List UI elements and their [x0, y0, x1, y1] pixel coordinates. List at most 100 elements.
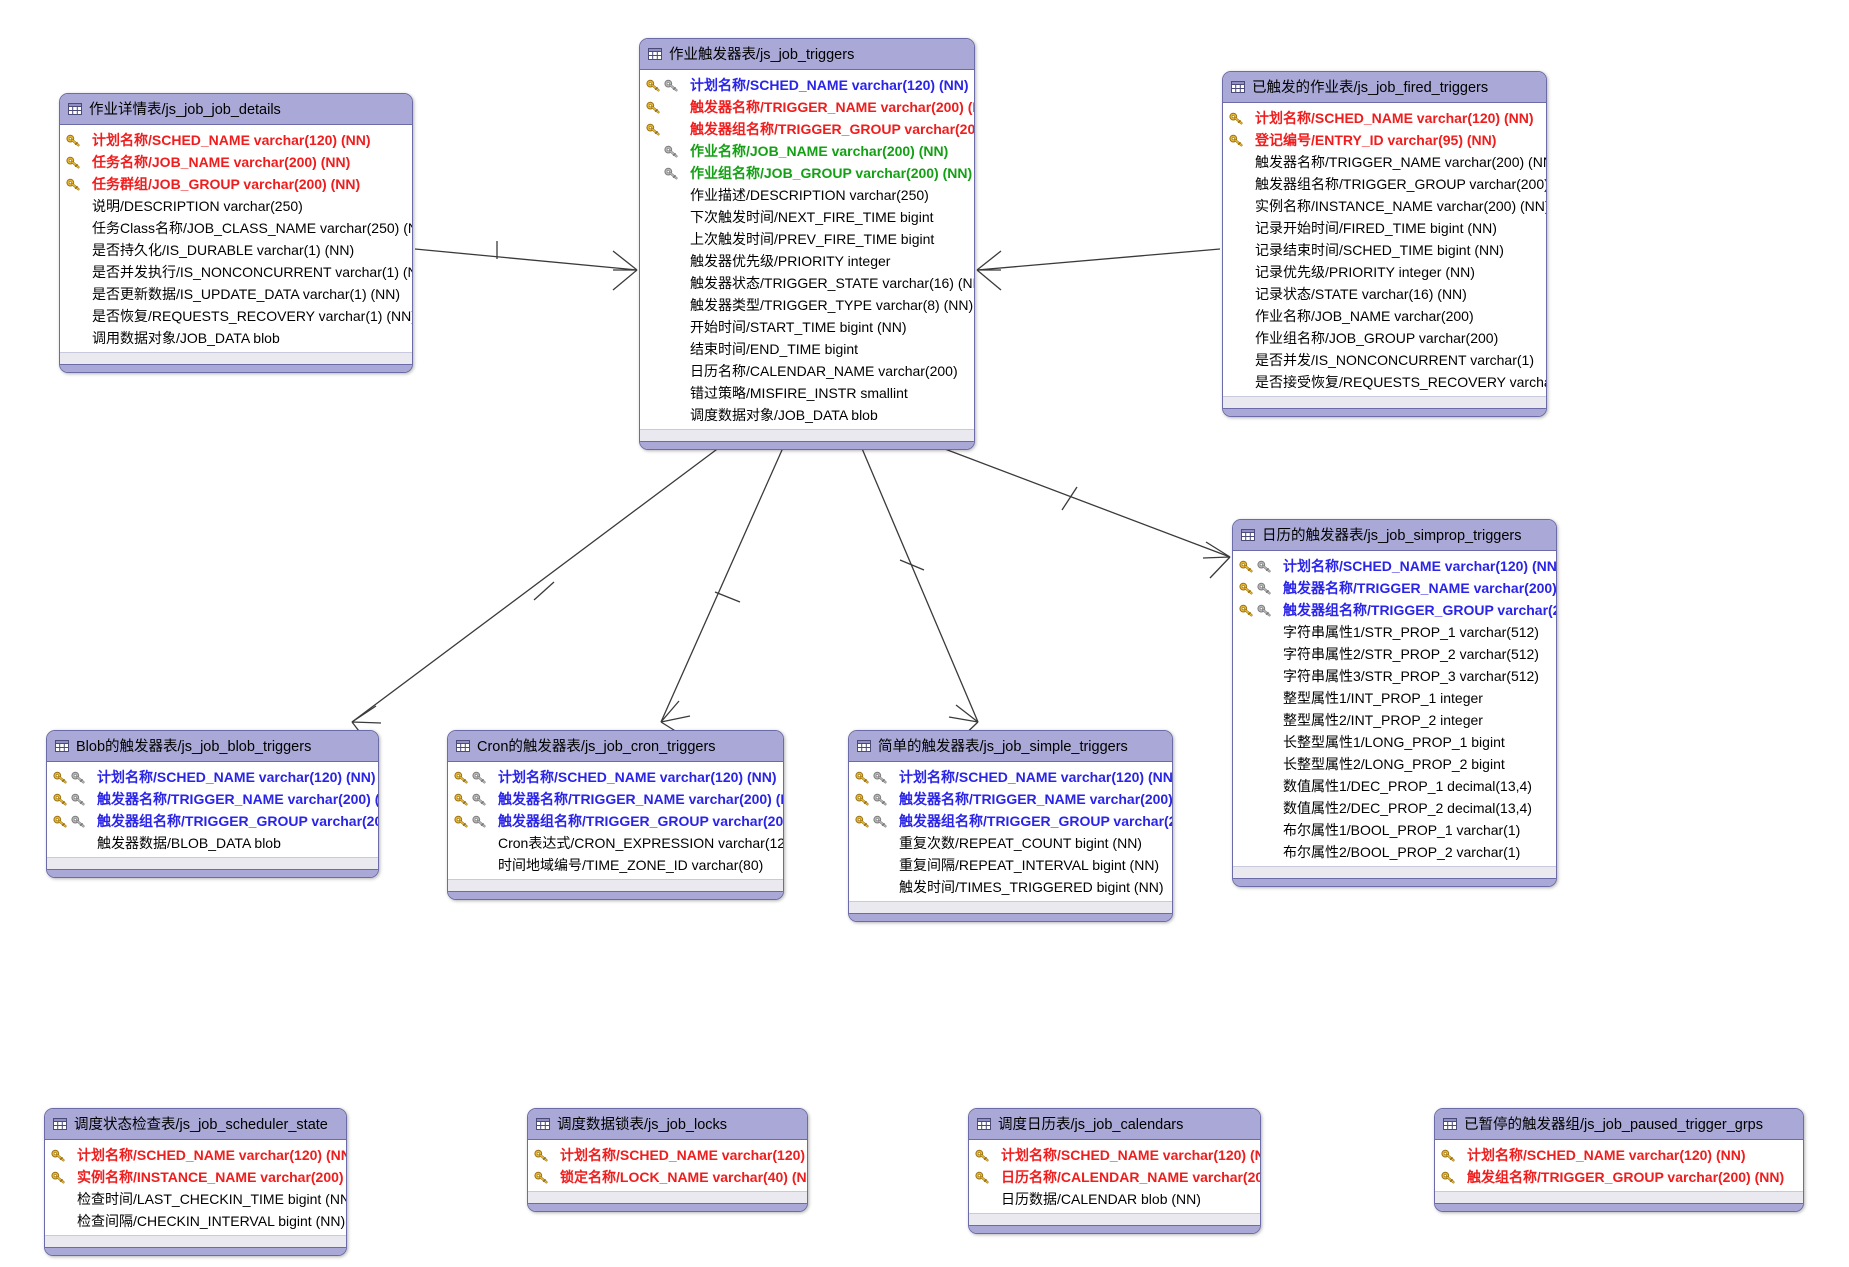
attribute-row[interactable]: 计划名称/SCHED_NAME varchar(120) (NN) — [45, 1144, 346, 1166]
attribute-row[interactable]: 记录优先级/PRIORITY integer (NN) — [1223, 261, 1546, 283]
attribute-row[interactable]: 触发器名称/TRIGGER_NAME varchar(200) (NN) — [448, 788, 783, 810]
entity-cron_triggers[interactable]: Cron的触发器表/js_job_cron_triggers 计划名称/SCHED… — [447, 730, 784, 900]
attribute-row[interactable]: 是否并发执行/IS_NONCONCURRENT varchar(1) (NN) — [60, 261, 412, 283]
attribute-row[interactable]: 触发器组名称/TRIGGER_GROUP varchar(200) (NN) — [1223, 173, 1546, 195]
entity-header-fired_triggers[interactable]: 已触发的作业表/js_job_fired_triggers — [1223, 72, 1546, 103]
attribute-row[interactable]: 计划名称/SCHED_NAME varchar(120) (NN) — [640, 74, 974, 96]
entity-header-locks[interactable]: 调度数据锁表/js_job_locks — [528, 1109, 807, 1140]
attribute-row[interactable]: 是否并发/IS_NONCONCURRENT varchar(1) — [1223, 349, 1546, 371]
attribute-row[interactable]: 整型属性2/INT_PROP_2 integer — [1233, 709, 1556, 731]
attribute-row[interactable]: 触发器数据/BLOB_DATA blob — [47, 832, 378, 854]
attribute-row[interactable]: 触发器组名称/TRIGGER_GROUP varchar(200) (NN) — [1233, 599, 1556, 621]
attribute-row[interactable]: 实例名称/INSTANCE_NAME varchar(200) (NN) — [1223, 195, 1546, 217]
entity-fired_triggers[interactable]: 已触发的作业表/js_job_fired_triggers 计划名称/SCHED_… — [1222, 71, 1547, 417]
attribute-row[interactable]: 布尔属性2/BOOL_PROP_2 varchar(1) — [1233, 841, 1556, 863]
attribute-row[interactable]: 触发器名称/TRIGGER_NAME varchar(200) (NN) — [640, 96, 974, 118]
attribute-row[interactable]: 重复次数/REPEAT_COUNT bigint (NN) — [849, 832, 1172, 854]
entity-header-blob_triggers[interactable]: Blob的触发器表/js_job_blob_triggers — [47, 731, 378, 762]
attribute-row[interactable]: 字符串属性1/STR_PROP_1 varchar(512) — [1233, 621, 1556, 643]
attribute-row[interactable]: 任务群组/JOB_GROUP varchar(200) (NN) — [60, 173, 412, 195]
attribute-row[interactable]: 计划名称/SCHED_NAME varchar(120) (NN) — [528, 1144, 807, 1166]
attribute-row[interactable]: 检查时间/LAST_CHECKIN_TIME bigint (NN) — [45, 1188, 346, 1210]
entity-scheduler_state[interactable]: 调度状态检查表/js_job_scheduler_state 计划名称/SCHED… — [44, 1108, 347, 1256]
attribute-row[interactable]: 触发器状态/TRIGGER_STATE varchar(16) (NN) — [640, 272, 974, 294]
attribute-row[interactable]: 计划名称/SCHED_NAME varchar(120) (NN) — [1435, 1144, 1803, 1166]
attribute-row[interactable]: 实例名称/INSTANCE_NAME varchar(200) (NN) — [45, 1166, 346, 1188]
entity-header-simprop_triggers[interactable]: 日历的触发器表/js_job_simprop_triggers — [1233, 520, 1556, 551]
attribute-row[interactable]: 锁定名称/LOCK_NAME varchar(40) (NN) — [528, 1166, 807, 1188]
entity-blob_triggers[interactable]: Blob的触发器表/js_job_blob_triggers 计划名称/SCHED… — [46, 730, 379, 878]
attribute-row[interactable]: 触发器类型/TRIGGER_TYPE varchar(8) (NN) — [640, 294, 974, 316]
attribute-row[interactable]: 触发器组名称/TRIGGER_GROUP varchar(200) (NN) — [448, 810, 783, 832]
entity-job_triggers[interactable]: 作业触发器表/js_job_triggers 计划名称/SCHED_NAME va… — [639, 38, 975, 450]
attribute-row[interactable]: 记录状态/STATE varchar(16) (NN) — [1223, 283, 1546, 305]
attribute-row[interactable]: 计划名称/SCHED_NAME varchar(120) (NN) — [1223, 107, 1546, 129]
attribute-row[interactable]: 计划名称/SCHED_NAME varchar(120) (NN) — [849, 766, 1172, 788]
attribute-row[interactable]: 记录结束时间/SCHED_TIME bigint (NN) — [1223, 239, 1546, 261]
attribute-row[interactable]: 计划名称/SCHED_NAME varchar(120) (NN) — [47, 766, 378, 788]
attribute-row[interactable]: 长整型属性1/LONG_PROP_1 bigint — [1233, 731, 1556, 753]
attribute-row[interactable]: 时间地域编号/TIME_ZONE_ID varchar(80) — [448, 854, 783, 876]
attribute-row[interactable]: 数值属性2/DEC_PROP_2 decimal(13,4) — [1233, 797, 1556, 819]
attribute-row[interactable]: Cron表达式/CRON_EXPRESSION varchar(120) (NN… — [448, 832, 783, 854]
entity-header-calendars[interactable]: 调度日历表/js_job_calendars — [969, 1109, 1260, 1140]
attribute-row[interactable]: 计划名称/SCHED_NAME varchar(120) (NN) — [969, 1144, 1260, 1166]
attribute-row[interactable]: 任务名称/JOB_NAME varchar(200) (NN) — [60, 151, 412, 173]
attribute-row[interactable]: 计划名称/SCHED_NAME varchar(120) (NN) — [448, 766, 783, 788]
attribute-row[interactable]: 计划名称/SCHED_NAME varchar(120) (NN) — [60, 129, 412, 151]
attribute-row[interactable]: 错过策略/MISFIRE_INSTR smallint — [640, 382, 974, 404]
entity-paused_trigger_grps[interactable]: 已暂停的触发器组/js_job_paused_trigger_grps 计划名称/… — [1434, 1108, 1804, 1212]
attribute-row[interactable]: 是否恢复/REQUESTS_RECOVERY varchar(1) (NN) — [60, 305, 412, 327]
entity-locks[interactable]: 调度数据锁表/js_job_locks 计划名称/SCHED_NAME varch… — [527, 1108, 808, 1212]
entity-header-cron_triggers[interactable]: Cron的触发器表/js_job_cron_triggers — [448, 731, 783, 762]
entity-calendars[interactable]: 调度日历表/js_job_calendars 计划名称/SCHED_NAME va… — [968, 1108, 1261, 1234]
attribute-row[interactable]: 触发器组名称/TRIGGER_GROUP varchar(200) (NN) — [640, 118, 974, 140]
attribute-row[interactable]: 是否持久化/IS_DURABLE varchar(1) (NN) — [60, 239, 412, 261]
attribute-row[interactable]: 调度数据对象/JOB_DATA blob — [640, 404, 974, 426]
attribute-row[interactable]: 任务Class名称/JOB_CLASS_NAME varchar(250) (N… — [60, 217, 412, 239]
attribute-row[interactable]: 触发器名称/TRIGGER_NAME varchar(200) (NN) — [849, 788, 1172, 810]
attribute-row[interactable]: 重复间隔/REPEAT_INTERVAL bigint (NN) — [849, 854, 1172, 876]
entity-header-scheduler_state[interactable]: 调度状态检查表/js_job_scheduler_state — [45, 1109, 346, 1140]
attribute-row[interactable]: 触发器优先级/PRIORITY integer — [640, 250, 974, 272]
attribute-row[interactable]: 上次触发时间/PREV_FIRE_TIME bigint — [640, 228, 974, 250]
entity-job_details[interactable]: 作业详情表/js_job_job_details 计划名称/SCHED_NAME … — [59, 93, 413, 373]
attribute-row[interactable]: 作业名称/JOB_NAME varchar(200) (NN) — [640, 140, 974, 162]
entity-simple_triggers[interactable]: 简单的触发器表/js_job_simple_triggers 计划名称/SCHED… — [848, 730, 1173, 922]
attribute-row[interactable]: 触发组名称/TRIGGER_GROUP varchar(200) (NN) — [1435, 1166, 1803, 1188]
attribute-row[interactable]: 作业描述/DESCRIPTION varchar(250) — [640, 184, 974, 206]
attribute-row[interactable]: 长整型属性2/LONG_PROP_2 bigint — [1233, 753, 1556, 775]
attribute-row[interactable]: 开始时间/START_TIME bigint (NN) — [640, 316, 974, 338]
attribute-row[interactable]: 布尔属性1/BOOL_PROP_1 varchar(1) — [1233, 819, 1556, 841]
attribute-row[interactable]: 结束时间/END_TIME bigint — [640, 338, 974, 360]
attribute-row[interactable]: 触发器组名称/TRIGGER_GROUP varchar(200) (NN) — [849, 810, 1172, 832]
attribute-row[interactable]: 作业名称/JOB_NAME varchar(200) — [1223, 305, 1546, 327]
attribute-row[interactable]: 触发器组名称/TRIGGER_GROUP varchar(200) (NN) — [47, 810, 378, 832]
attribute-row[interactable]: 触发时间/TIMES_TRIGGERED bigint (NN) — [849, 876, 1172, 898]
attribute-row[interactable]: 是否更新数据/IS_UPDATE_DATA varchar(1) (NN) — [60, 283, 412, 305]
attribute-row[interactable]: 计划名称/SCHED_NAME varchar(120) (NN) — [1233, 555, 1556, 577]
entity-header-job_details[interactable]: 作业详情表/js_job_job_details — [60, 94, 412, 125]
attribute-row[interactable]: 作业组名称/JOB_GROUP varchar(200) (NN) — [640, 162, 974, 184]
attribute-row[interactable]: 记录开始时间/FIRED_TIME bigint (NN) — [1223, 217, 1546, 239]
attribute-row[interactable]: 日历名称/CALENDAR_NAME varchar(200) — [640, 360, 974, 382]
entity-header-paused_trigger_grps[interactable]: 已暂停的触发器组/js_job_paused_trigger_grps — [1435, 1109, 1803, 1140]
attribute-row[interactable]: 日历名称/CALENDAR_NAME varchar(200) (NN) — [969, 1166, 1260, 1188]
attribute-row[interactable]: 触发器名称/TRIGGER_NAME varchar(200) (NN) — [1233, 577, 1556, 599]
attribute-row[interactable]: 登记编号/ENTRY_ID varchar(95) (NN) — [1223, 129, 1546, 151]
attribute-row[interactable]: 作业组名称/JOB_GROUP varchar(200) — [1223, 327, 1546, 349]
attribute-row[interactable]: 调用数据对象/JOB_DATA blob — [60, 327, 412, 349]
attribute-row[interactable]: 下次触发时间/NEXT_FIRE_TIME bigint — [640, 206, 974, 228]
attribute-row[interactable]: 触发器名称/TRIGGER_NAME varchar(200) (NN) — [47, 788, 378, 810]
attribute-row[interactable]: 是否接受恢复/REQUESTS_RECOVERY varchar(1) — [1223, 371, 1546, 393]
attribute-row[interactable]: 数值属性1/DEC_PROP_1 decimal(13,4) — [1233, 775, 1556, 797]
attribute-row[interactable]: 字符串属性3/STR_PROP_3 varchar(512) — [1233, 665, 1556, 687]
attribute-row[interactable]: 说明/DESCRIPTION varchar(250) — [60, 195, 412, 217]
attribute-row[interactable]: 触发器名称/TRIGGER_NAME varchar(200) (NN) — [1223, 151, 1546, 173]
attribute-row[interactable]: 日历数据/CALENDAR blob (NN) — [969, 1188, 1260, 1210]
attribute-row[interactable]: 整型属性1/INT_PROP_1 integer — [1233, 687, 1556, 709]
entity-header-job_triggers[interactable]: 作业触发器表/js_job_triggers — [640, 39, 974, 70]
entity-simprop_triggers[interactable]: 日历的触发器表/js_job_simprop_triggers 计划名称/SCHE… — [1232, 519, 1557, 887]
attribute-row[interactable]: 检查间隔/CHECKIN_INTERVAL bigint (NN) — [45, 1210, 346, 1232]
entity-header-simple_triggers[interactable]: 简单的触发器表/js_job_simple_triggers — [849, 731, 1172, 762]
